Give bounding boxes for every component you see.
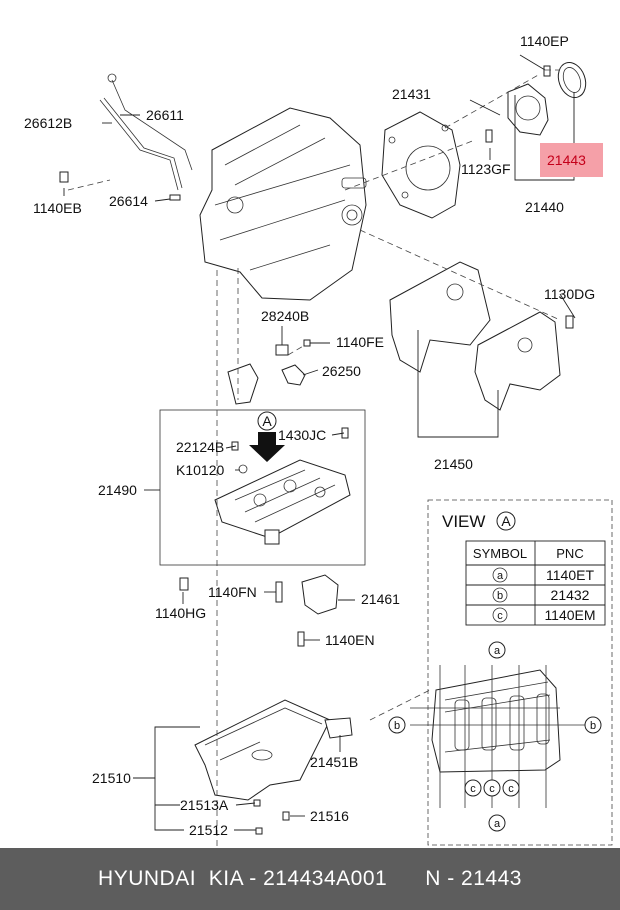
oil-pan-drawing xyxy=(194,699,353,835)
label-21443: 21443 xyxy=(547,152,586,168)
callout-right: b xyxy=(590,720,596,732)
ladder-frame-box xyxy=(159,409,366,566)
label-1130dg: 1130DG xyxy=(544,286,595,302)
reference-lines xyxy=(67,69,561,848)
label-1140ep: 1140EP xyxy=(520,33,569,49)
view-a-inset: VIEW A SYMBOL PNC a 1140ET b 21432 c 114… xyxy=(388,499,613,846)
label-21440: 21440 xyxy=(525,199,564,215)
label-26611: 26611 xyxy=(146,107,184,123)
part-labels: 1140EP 21431 21443 1123GF 21440 26612B 2… xyxy=(24,33,595,838)
label-1140fn: 1140FN xyxy=(208,584,257,600)
callout-bottom: c xyxy=(508,783,514,795)
label-k10120: K10120 xyxy=(176,462,224,478)
view-title-marker: A xyxy=(501,513,511,529)
label-26250: 26250 xyxy=(322,363,361,379)
seal-case-drawing xyxy=(485,62,587,143)
table-row-pnc: 21432 xyxy=(551,587,590,603)
label-1140eb: 1140EB xyxy=(33,200,82,216)
view-title: VIEW xyxy=(442,512,485,531)
ladder-frame-drawing: A xyxy=(214,411,351,545)
label-22124b: 22124B xyxy=(176,439,224,455)
baffle-drawing xyxy=(179,574,339,647)
table-row-symbol: b xyxy=(497,590,503,602)
oil-pump-drawing xyxy=(227,339,311,405)
label-1123gf: 1123GF xyxy=(461,161,511,177)
label-1430jc: 1430JC xyxy=(278,427,326,443)
callout-bottom: c xyxy=(470,783,476,795)
callout-top: a xyxy=(494,645,501,657)
table-row-pnc: 1140EM xyxy=(544,607,595,623)
footer-text: HYUNDAI KIA - 214434A001 N - 21443 xyxy=(98,867,522,890)
label-26614: 26614 xyxy=(109,193,148,209)
table-header-symbol: SYMBOL xyxy=(473,546,527,561)
label-21512: 21512 xyxy=(189,822,228,838)
symbol-table: SYMBOL PNC a 1140ET b 21432 c 1140EM xyxy=(465,540,606,626)
label-21513a: 21513A xyxy=(180,797,229,813)
parts-diagram: A xyxy=(24,33,613,848)
callout-left: b xyxy=(394,720,400,732)
view-a-marker xyxy=(257,411,277,431)
direction-arrow-icon xyxy=(249,432,285,462)
label-28240b: 28240B xyxy=(261,308,309,324)
engine-block-drawing xyxy=(199,107,367,301)
table-row-pnc: 1140ET xyxy=(546,567,594,583)
callout-bottom-a: a xyxy=(494,818,501,830)
label-21510: 21510 xyxy=(92,770,131,786)
part-number-footer: HYUNDAI KIA - 214434A001 N - 21443 xyxy=(0,848,620,910)
label-21450: 21450 xyxy=(434,456,473,472)
stiffener-drawing xyxy=(389,261,574,411)
label-21490: 21490 xyxy=(98,482,137,498)
label-1140en: 1140EN xyxy=(325,632,375,648)
label-21431: 21431 xyxy=(392,86,431,102)
label-21516: 21516 xyxy=(310,808,349,824)
table-header-pnc: PNC xyxy=(556,546,583,561)
label-21451b: 21451B xyxy=(310,754,358,770)
inset-frame-drawing xyxy=(410,665,585,808)
label-1140fe: 1140FE xyxy=(336,334,384,350)
label-1140hg: 1140HG xyxy=(155,605,206,621)
highlight-21443 xyxy=(540,143,603,177)
callout-bottom: c xyxy=(489,783,495,795)
oil-gauge-drawing xyxy=(59,73,193,201)
label-21461: 21461 xyxy=(361,591,400,607)
rear-plate-drawing xyxy=(381,111,461,219)
view-a-marker-label: A xyxy=(262,413,272,429)
table-row-symbol: c xyxy=(497,610,503,622)
label-26612b: 26612B xyxy=(24,115,72,131)
table-row-symbol: a xyxy=(497,570,504,582)
leader-lines xyxy=(63,54,576,831)
